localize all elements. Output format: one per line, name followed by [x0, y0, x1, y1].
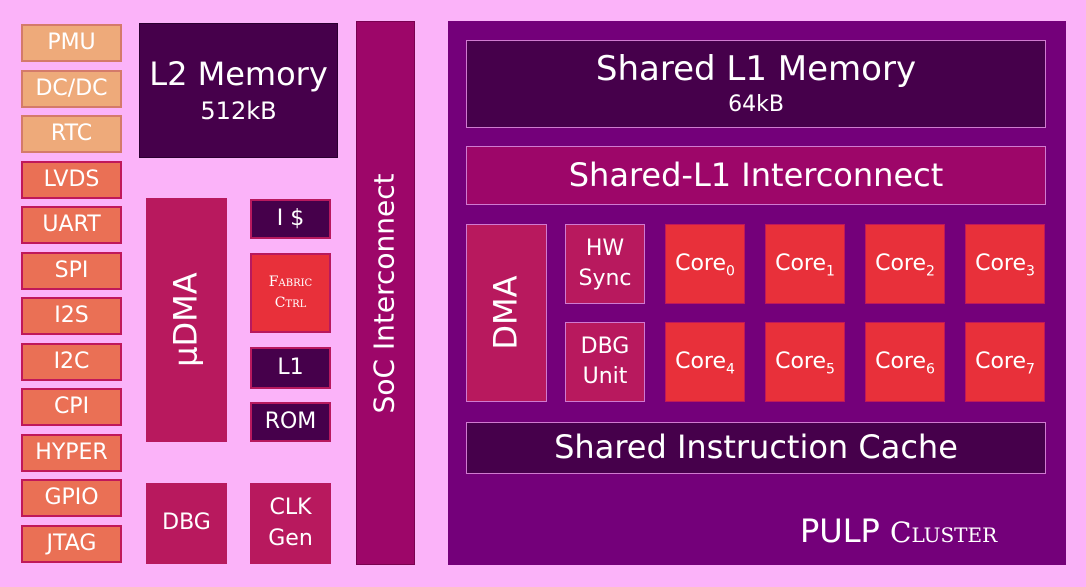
core-4: Core4: [665, 322, 745, 402]
peripheral-rtc: RTC: [21, 115, 122, 153]
core-0-index: 0: [726, 263, 735, 280]
core-1-index: 1: [826, 263, 835, 280]
dbg-unit-line2: Unit: [582, 364, 628, 389]
peripheral-uart: UART: [21, 206, 122, 244]
peripheral-cpi: CPI: [21, 388, 122, 426]
udma-block: µDMA: [146, 198, 227, 442]
shared-l1-interconnect: Shared-L1 Interconnect: [466, 146, 1046, 205]
peripheral-pmu: PMU: [21, 24, 122, 62]
hw-sync-line2: Sync: [578, 266, 632, 291]
shared-l1-memory-title: Shared L1 Memory: [595, 49, 917, 90]
shared-instruction-cache: Shared Instruction Cache: [466, 422, 1046, 474]
dbg-unit-line1: DBG: [580, 334, 630, 360]
core-1-name: Core: [775, 250, 826, 276]
core-2: Core2: [865, 224, 945, 304]
core-5-name: Core: [775, 348, 826, 374]
core-0-name: Core: [675, 250, 726, 276]
peripheral-jtag: JTAG: [21, 525, 122, 563]
core-3-index: 3: [1026, 263, 1035, 280]
core-5-index: 5: [826, 361, 835, 378]
pulp-cluster-label-word1: PULP: [800, 512, 880, 550]
pulp-cluster-label: PULP Cluster: [800, 512, 997, 550]
peripheral-lvds: LVDS: [21, 161, 122, 199]
shared-l1-memory-size: 64kB: [728, 91, 784, 117]
instruction-cache-block: I $: [250, 199, 331, 239]
udma-label: µDMA: [166, 272, 205, 368]
peripheral-hyper: HYPER: [21, 434, 122, 472]
core-4-name: Core: [675, 348, 726, 374]
core-6: Core6: [865, 322, 945, 402]
core-2-name: Core: [875, 250, 926, 276]
core-0: Core0: [665, 224, 745, 304]
peripheral-i2s: I2S: [21, 297, 122, 335]
pulp-cluster-label-word2: Cluster: [890, 516, 998, 549]
rom-block: ROM: [250, 402, 331, 442]
peripheral-gpio: GPIO: [21, 479, 122, 517]
core-7-name: Core: [975, 348, 1026, 374]
peripheral-dcdc: DC/DC: [21, 70, 122, 108]
cluster-dma: DMA: [466, 224, 547, 402]
dbg-block: DBG: [146, 483, 227, 564]
core-7: Core7: [965, 322, 1045, 402]
l2-memory: L2 Memory 512kB: [139, 23, 338, 158]
l2-memory-title: L2 Memory: [149, 54, 328, 93]
core-6-name: Core: [875, 348, 926, 374]
core-7-index: 7: [1026, 361, 1035, 378]
core-2-index: 2: [926, 263, 935, 280]
cluster-dma-label: DMA: [486, 275, 525, 351]
peripheral-spi: SPI: [21, 252, 122, 290]
shared-l1-memory: Shared L1 Memory 64kB: [466, 40, 1046, 128]
core-3: Core3: [965, 224, 1045, 304]
fabric-ctrl-block: Fabric Ctrl: [250, 253, 331, 333]
core-1: Core1: [765, 224, 845, 304]
soc-interconnect: SoC Interconnect: [356, 21, 415, 565]
core-3-name: Core: [975, 250, 1026, 276]
clk-gen-line1: CLK: [269, 494, 312, 520]
fabric-ctrl-line1: Fabric: [268, 274, 313, 290]
fabric-ctrl-line2: Ctrl: [274, 295, 307, 311]
hw-sync-block: HW Sync: [565, 224, 645, 304]
hw-sync-line1: HW: [585, 236, 625, 262]
soc-interconnect-label: SoC Interconnect: [368, 172, 402, 414]
fabric-l1-block: L1: [250, 347, 331, 389]
core-6-index: 6: [926, 361, 935, 378]
peripheral-i2c: I2C: [21, 343, 122, 381]
clk-gen-block: CLK Gen: [250, 483, 331, 564]
dbg-unit-block: DBG Unit: [565, 322, 645, 402]
core-4-index: 4: [726, 361, 735, 378]
l2-memory-size: 512kB: [200, 96, 277, 125]
clk-gen-line2: Gen: [268, 525, 313, 551]
core-5: Core5: [765, 322, 845, 402]
